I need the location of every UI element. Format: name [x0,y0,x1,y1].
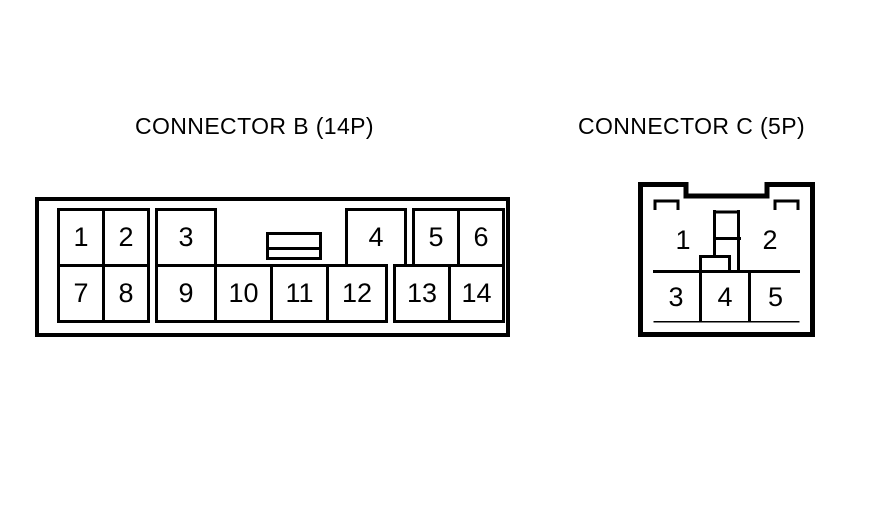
connector-c-pin-4: 4 [699,270,751,321]
connector-c-pin-2: 2 [737,210,800,273]
connector-b-pin-2: 2 [102,208,150,267]
connector-c-center-bar [713,237,741,240]
connector-c-body: 1 2 3 4 5 [638,182,815,337]
connector-b-pin-8: 8 [102,264,150,323]
connector-b-pin-9: 9 [155,264,217,323]
connector-b-pin-10: 10 [214,264,273,323]
connector-b-pin-6: 6 [457,208,505,267]
connector-c-pin-3: 3 [653,270,702,321]
connector-b-title: CONNECTOR B (14P) [135,113,374,139]
connector-b-pin-1: 1 [57,208,105,267]
connector-b-pin-11: 11 [270,264,329,323]
connector-b-pin-5: 5 [412,208,460,267]
connector-b-body: 1 2 3 4 5 6 7 8 9 10 11 12 13 14 [35,197,510,337]
connector-c-pin-5: 5 [748,270,800,321]
connector-b-pin-12: 12 [326,264,388,323]
connector-b-pin-grid: 1 2 3 4 5 6 7 8 9 10 11 12 13 14 [57,208,505,323]
connector-c-shell-outline [638,182,815,337]
connector-b-pin-13: 13 [393,264,451,323]
connector-b-pin-7: 7 [57,264,105,323]
connector-b-pin-3: 3 [155,208,217,267]
connector-c-title: CONNECTOR C (5P) [578,113,806,139]
connector-b-keying-tab [266,232,322,260]
connector-b-pin-4: 4 [345,208,407,267]
connector-b-keying-tab-divider [269,247,319,250]
connector-c-keying-tab [699,255,731,273]
connector-b-pin-14: 14 [448,264,505,323]
